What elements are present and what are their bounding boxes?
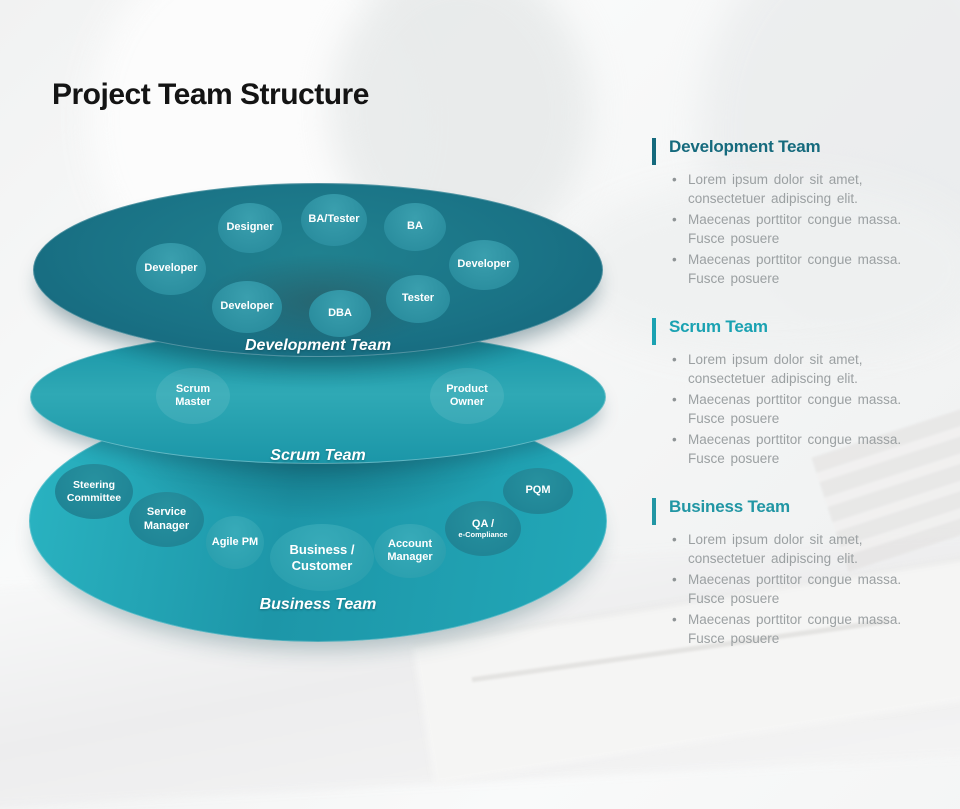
scrum-team-label: Scrum Team <box>270 447 366 464</box>
section-heading: Development Team <box>669 137 821 156</box>
description-panel: Development Team Lorem ipsum dolor sit a… <box>0 0 960 720</box>
qa-label: QA / <box>471 517 495 530</box>
slide-title: Project Team Structure <box>52 78 369 112</box>
ecompliance-label: e-Compliance <box>458 529 508 539</box>
role-bubble-dba: DBA <box>309 290 371 337</box>
section-heading: Business Team <box>669 497 790 516</box>
accent-bar <box>652 318 656 345</box>
role-bubble-product-owner: Product Owner <box>430 368 504 424</box>
bullet-item: Maecenas porttitor congue massa. Fusce p… <box>669 390 921 429</box>
bullet-item: Lorem ipsum dolor sit amet, consectetuer… <box>669 170 921 209</box>
bullet-item: Lorem ipsum dolor sit amet, consectetuer… <box>669 350 921 389</box>
role-bubble-designer: Designer <box>218 203 282 253</box>
role-bubble-scrum-master: Scrum Master <box>156 368 230 424</box>
role-bubble-agile-pm: Agile PM <box>206 516 264 569</box>
team-structure-diagram: Business Team Scrum Team Development Tea… <box>29 183 607 642</box>
role-bubble-ba-tester: BA/Tester <box>301 194 367 246</box>
accent-bar <box>652 138 656 165</box>
role-bubble-qa-ecompliance: QA / e-Compliance <box>445 501 521 556</box>
bullet-list: Lorem ipsum dolor sit amet, consectetuer… <box>669 170 921 289</box>
business-team-label: Business Team <box>259 596 377 613</box>
bullet-item: Maecenas porttitor congue massa. Fusce p… <box>669 570 921 609</box>
role-bubble-developer-bottom: Developer <box>212 281 282 333</box>
bullet-item: Lorem ipsum dolor sit amet, consectetuer… <box>669 530 921 569</box>
role-bubble-business-customer: Business / Customer <box>270 524 374 591</box>
role-bubble-ba: BA <box>384 203 446 251</box>
role-bubble-service-manager: Service Manager <box>129 492 204 547</box>
bullet-item: Maecenas porttitor congue massa. Fusce p… <box>669 250 921 289</box>
development-team-label: Development Team <box>244 337 392 354</box>
role-bubble-account-manager: Account Manager <box>374 524 446 578</box>
bullet-item: Maecenas porttitor congue massa. Fusce p… <box>669 430 921 469</box>
panel-section-scrum-team: Scrum Team Lorem ipsum dolor sit amet, c… <box>652 317 938 470</box>
bullet-item: Maecenas porttitor congue massa. Fusce p… <box>669 210 921 249</box>
panel-section-development-team: Development Team Lorem ipsum dolor sit a… <box>652 137 938 290</box>
role-bubble-developer-left: Developer <box>136 243 206 295</box>
accent-bar <box>652 498 656 525</box>
role-bubble-steering-committee: Steering Committee <box>55 464 133 519</box>
bullet-item: Maecenas porttitor congue massa. Fusce p… <box>669 610 921 649</box>
role-bubble-pqm: PQM <box>503 468 573 514</box>
bullet-list: Lorem ipsum dolor sit amet, consectetuer… <box>669 350 921 469</box>
ellipse-scrum-team: Scrum Team <box>30 330 606 464</box>
bullet-list: Lorem ipsum dolor sit amet, consectetuer… <box>669 530 921 649</box>
panel-section-business-team: Business Team Lorem ipsum dolor sit amet… <box>652 497 938 650</box>
role-bubble-developer-right: Developer <box>449 240 519 290</box>
role-bubble-tester: Tester <box>386 275 450 323</box>
section-heading: Scrum Team <box>669 317 768 336</box>
